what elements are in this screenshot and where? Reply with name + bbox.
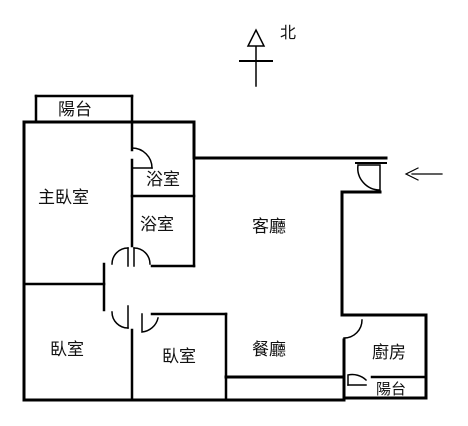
room-label-balcony-kitchen: 陽台	[376, 380, 406, 398]
balcony-top-outline	[34, 94, 134, 124]
room-label-kitchen: 廚房	[372, 342, 406, 363]
room-label-bath-1: 浴室	[146, 170, 180, 190]
doors	[111, 147, 381, 386]
interior-walls	[22, 120, 428, 402]
room-label-dining-room: 餐廳	[252, 340, 286, 360]
room-label-master-bedroom: 主臥室	[38, 188, 89, 208]
room-label-bath-2: 浴室	[140, 215, 174, 235]
room-label-bedroom-2: 臥室	[162, 347, 196, 367]
room-label-living-room: 客廳	[252, 217, 286, 237]
room-label-balcony-top: 陽台	[58, 100, 92, 120]
north-arrow-icon	[239, 28, 273, 87]
compass-north-label: 北	[280, 23, 296, 42]
arrow-left-icon	[404, 167, 443, 181]
exterior-walls	[22, 120, 428, 402]
room-label-bedroom-1: 臥室	[50, 340, 84, 360]
